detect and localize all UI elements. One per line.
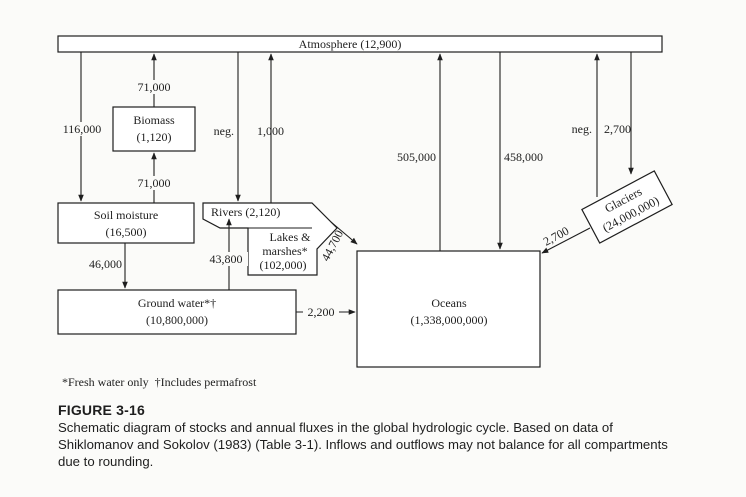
biomass-name: Biomass: [133, 113, 175, 127]
ground-water-value: (10,800,000): [146, 313, 208, 327]
oceans-name: Oceans: [431, 296, 467, 310]
lakes-line2: marshes*: [262, 244, 307, 258]
oceans-value: (1,338,000,000): [411, 313, 488, 327]
flux-ground-water-to-oceans: 2,200: [308, 305, 335, 319]
flux-atmosphere-rivers: neg.: [214, 124, 234, 138]
figure-title: FIGURE 3-16: [58, 402, 145, 418]
footnote: *Fresh water only †Includes permafrost: [62, 375, 257, 389]
flux-atmosphere-to-glaciers: 2,700: [604, 122, 631, 136]
lakes-value: (102,000): [260, 258, 307, 272]
flux-atmosphere-to-oceans: 458,000: [504, 150, 543, 164]
flux-biomass-to-atmosphere: 71,000: [138, 80, 171, 94]
oceans-box: [356, 250, 541, 368]
lakes-line1: Lakes &: [270, 230, 312, 244]
ground-water-name: Ground water*†: [138, 296, 216, 310]
glaciers-box: [581, 170, 673, 244]
flux-lakes-to-atmosphere: 1,000: [257, 124, 284, 138]
biomass-value: (1,120): [137, 130, 172, 144]
flux-soil-to-ground-water: 46,000: [89, 257, 122, 271]
biomass-box: [112, 106, 196, 152]
flux-soil-to-biomass: 71,000: [138, 176, 171, 190]
rivers-label: Rivers (2,120): [211, 205, 280, 219]
flux-glaciers-atmosphere: neg.: [572, 122, 592, 136]
arrow-rivers-to-oceans: [330, 221, 358, 245]
soil-moisture-box: [57, 202, 195, 244]
soil-moisture-name: Soil moisture: [94, 208, 158, 222]
rivers-lakes-box: [202, 202, 338, 276]
ground-water-box: [57, 289, 297, 335]
flux-atmosphere-to-soil: 116,000: [63, 122, 102, 136]
atmosphere-label: Atmosphere (12,900): [299, 37, 402, 51]
flux-glaciers-to-oceans: 2,700: [541, 224, 571, 249]
flux-oceans-to-atmosphere: 505,000: [397, 150, 436, 164]
figure-caption: FIGURE 3-16 Schematic diagram of stocks …: [58, 402, 678, 470]
figure-caption-text: Schematic diagram of stocks and annual f…: [58, 420, 668, 469]
flux-ground-water-to-rivers: 43,800: [210, 252, 243, 266]
arrow-glaciers-to-oceans: [541, 227, 591, 254]
soil-moisture-value: (16,500): [106, 225, 147, 239]
hydrologic-cycle-diagram: Atmosphere (12,900) Biomass (1,120) Soil…: [57, 35, 673, 389]
